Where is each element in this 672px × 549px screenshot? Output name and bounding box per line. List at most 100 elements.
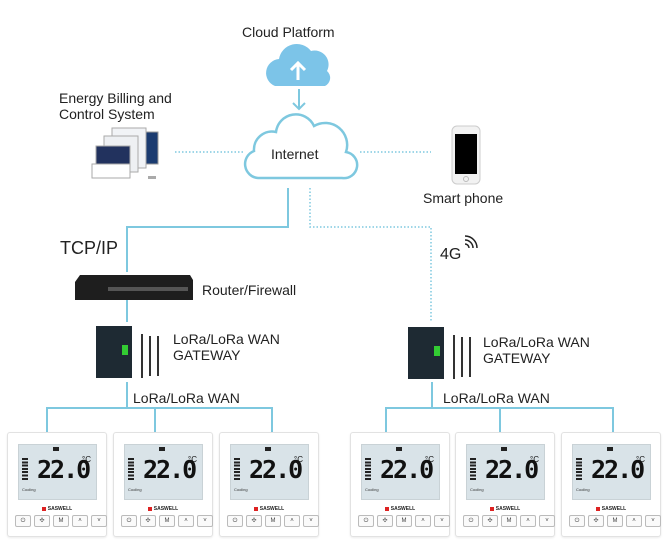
thermostat-button[interactable]: M (396, 515, 412, 527)
thermostat-button[interactable]: ⏻ (121, 515, 137, 527)
thermostat-button[interactable]: ✣ (482, 515, 498, 527)
gateway-right-icon (408, 327, 471, 379)
thermostat-buttons: ⏻✣M˄˅ (358, 515, 450, 527)
thermostat-button[interactable]: M (265, 515, 281, 527)
mode-indicator-icon (501, 447, 507, 451)
mode-label: Cooling (234, 487, 248, 492)
thermostat-button[interactable]: ⏻ (569, 515, 585, 527)
thermostat-screen: 22.0 °C Cooling (18, 444, 97, 500)
smart-phone-label: Smart phone (423, 190, 504, 206)
mode-label: Cooling (576, 487, 590, 492)
thermostat-buttons: ⏻✣M˄˅ (15, 515, 107, 527)
thermostat-button[interactable]: ˅ (91, 515, 107, 527)
smartphone-icon (451, 125, 481, 185)
temperature-unit: °C (425, 455, 434, 464)
thermostat-button[interactable]: ✣ (140, 515, 156, 527)
thermostat: 22.0 °C Cooling SASWELL ⏻✣M˄˅ (113, 432, 213, 537)
bus-right-label: LoRa/LoRa WAN (443, 390, 550, 406)
temperature-unit: °C (294, 455, 303, 464)
fan-level-icon (22, 458, 28, 480)
temperature-display: 22.0 (249, 455, 303, 484)
thermostat-button[interactable]: M (53, 515, 69, 527)
mode-indicator-icon (53, 447, 59, 451)
cloud-platform-icon (266, 43, 331, 86)
thermostat-button[interactable]: ˄ (520, 515, 536, 527)
thermostat-button[interactable]: ˅ (197, 515, 213, 527)
bus-left-label: LoRa/LoRa WAN (133, 390, 240, 406)
thermostat-screen: 22.0 °C Cooling (466, 444, 545, 500)
brand-logo: SASWELL (8, 506, 106, 512)
brand-logo: SASWELL (114, 506, 212, 512)
mode-indicator-icon (396, 447, 402, 451)
thermostat-button[interactable]: M (607, 515, 623, 527)
tcp-ip-label: TCP/IP (60, 238, 119, 258)
mode-label: Cooling (470, 487, 484, 492)
thermostat-button[interactable]: ˅ (303, 515, 319, 527)
temperature-unit: °C (530, 455, 539, 464)
thermostat-buttons: ⏻✣M˄˅ (227, 515, 319, 527)
fan-level-icon (576, 458, 582, 480)
temperature-unit: °C (636, 455, 645, 464)
thermostat: 22.0 °C Cooling SASWELL ⏻✣M˄˅ (455, 432, 555, 537)
thermostat-button[interactable]: ⏻ (227, 515, 243, 527)
thermostat-button[interactable]: ˄ (72, 515, 88, 527)
mode-label: Cooling (22, 487, 36, 492)
thermostat-button[interactable]: ✣ (377, 515, 393, 527)
thermostat-button[interactable]: M (159, 515, 175, 527)
temperature-unit: °C (188, 455, 197, 464)
router-label: Router/Firewall (202, 282, 297, 298)
temperature-display: 22.0 (485, 455, 539, 484)
brand-logo: SASWELL (456, 506, 554, 512)
computer-monitors-icon (91, 127, 159, 179)
thermostat-buttons: ⏻✣M˄˅ (121, 515, 213, 527)
mode-label: Cooling (365, 487, 379, 492)
signal-icon (464, 235, 478, 249)
temperature-display: 22.0 (591, 455, 645, 484)
thermostat-button[interactable]: M (501, 515, 517, 527)
temperature-display: 22.0 (380, 455, 434, 484)
thermostat-button[interactable]: ⏻ (358, 515, 374, 527)
thermostat-screen: 22.0 °C Cooling (361, 444, 440, 500)
thermostat-button[interactable]: ˄ (626, 515, 642, 527)
thermostat-button[interactable]: ⏻ (463, 515, 479, 527)
thermostat: 22.0 °C Cooling SASWELL ⏻✣M˄˅ (7, 432, 107, 537)
thermostat-button[interactable]: ✣ (588, 515, 604, 527)
temperature-display: 22.0 (143, 455, 197, 484)
brand-logo: SASWELL (351, 506, 449, 512)
thermostat-buttons: ⏻✣M˄˅ (569, 515, 661, 527)
internet-cloud-icon (243, 113, 359, 180)
gateway-left-label-2: GATEWAY (173, 347, 241, 363)
sync-arrow-icon (292, 89, 306, 111)
thermostat-button[interactable]: ˅ (434, 515, 450, 527)
mode-label: Cooling (128, 487, 142, 492)
thermostat-button[interactable]: ˄ (415, 515, 431, 527)
thermostat-button[interactable]: ˅ (645, 515, 661, 527)
thermostat-button[interactable]: ˅ (539, 515, 555, 527)
temperature-unit: °C (82, 455, 91, 464)
internet-label: Internet (271, 146, 319, 162)
gateway-left-label: LoRa/LoRa WAN (173, 331, 280, 347)
thermostat-button[interactable]: ˄ (178, 515, 194, 527)
thermostat-button[interactable]: ✣ (246, 515, 262, 527)
4g-label: 4G (440, 246, 462, 263)
gateway-right-label-2: GATEWAY (483, 350, 551, 366)
gateway-left-icon (96, 326, 159, 378)
thermostat-button[interactable]: ✣ (34, 515, 50, 527)
energy-billing-label-2: Control System (59, 106, 155, 122)
thermostat-button[interactable]: ˄ (284, 515, 300, 527)
gateway-right-label: LoRa/LoRa WAN (483, 334, 590, 350)
temperature-display: 22.0 (37, 455, 91, 484)
thermostat-button[interactable]: ⏻ (15, 515, 31, 527)
brand-logo: SASWELL (220, 506, 318, 512)
cloud-platform-label: Cloud Platform (242, 24, 335, 40)
fan-level-icon (128, 458, 134, 480)
thermostat: 22.0 °C Cooling SASWELL ⏻✣M˄˅ (350, 432, 450, 537)
mode-indicator-icon (607, 447, 613, 451)
router-icon (75, 275, 193, 300)
fan-level-icon (365, 458, 371, 480)
thermostat-screen: 22.0 °C Cooling (572, 444, 651, 500)
fan-level-icon (470, 458, 476, 480)
fan-level-icon (234, 458, 240, 480)
energy-billing-label: Energy Billing and (59, 90, 172, 106)
